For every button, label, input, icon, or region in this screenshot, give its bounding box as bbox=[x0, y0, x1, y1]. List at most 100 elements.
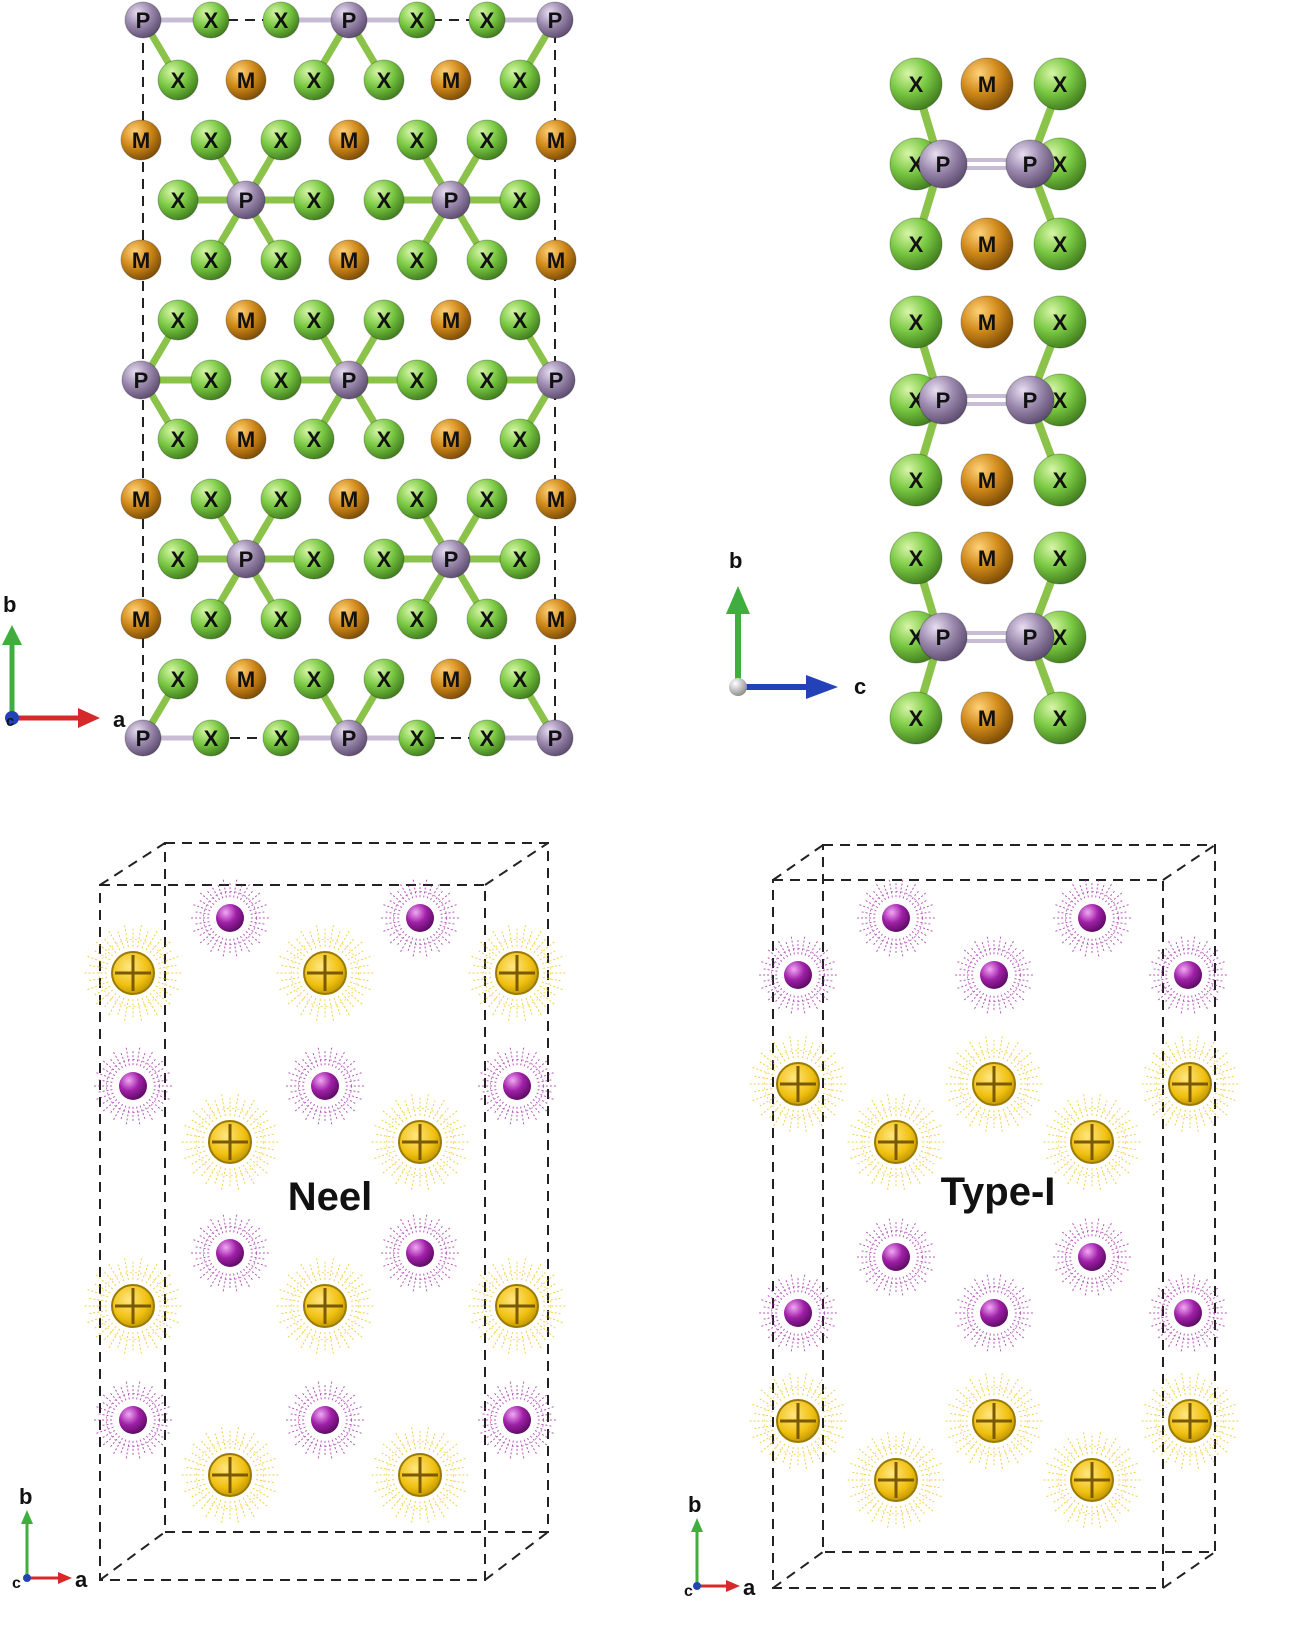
spin-halo bbox=[285, 1046, 365, 1126]
halo-ray bbox=[1019, 1088, 1038, 1093]
atom-sphere bbox=[262, 1, 300, 39]
atom-sphere bbox=[260, 478, 302, 520]
halo-ray bbox=[1048, 1471, 1067, 1476]
halo-ray bbox=[94, 989, 114, 1006]
halo-ray bbox=[192, 903, 211, 912]
atom-label: X bbox=[1053, 310, 1068, 335]
halo-ray bbox=[204, 1497, 218, 1519]
halo-ray bbox=[920, 1488, 944, 1498]
halo-ray bbox=[1180, 1273, 1185, 1293]
halo-ray bbox=[120, 1052, 127, 1067]
halo-ray bbox=[1202, 1377, 1216, 1399]
halo-ray bbox=[875, 1222, 886, 1240]
halo-ray bbox=[763, 1306, 778, 1310]
halo-ray bbox=[908, 1098, 922, 1120]
halo-ray bbox=[250, 921, 265, 925]
halo-ray bbox=[801, 995, 806, 1015]
dot-icon bbox=[1052, 878, 1132, 958]
halo-ray bbox=[537, 1413, 552, 1417]
halo-ray bbox=[848, 1150, 872, 1160]
halo-ray bbox=[904, 1504, 912, 1522]
halo-ray bbox=[1102, 935, 1113, 953]
atom-x: X bbox=[466, 359, 508, 401]
halo-ray bbox=[331, 1386, 338, 1401]
halo-ray bbox=[527, 1103, 538, 1121]
halo-ray bbox=[1112, 1250, 1127, 1254]
spin-layer bbox=[747, 878, 1241, 1530]
halo-ray bbox=[222, 1213, 227, 1233]
halo-ray bbox=[233, 878, 238, 898]
halo-ray bbox=[1142, 1092, 1166, 1102]
axis-b-label: b bbox=[19, 1484, 32, 1509]
halo-ray bbox=[1112, 921, 1127, 925]
halo-ray bbox=[249, 903, 268, 912]
axis-b-label: b bbox=[3, 592, 16, 617]
halo-ray bbox=[912, 1499, 925, 1515]
halo-ray bbox=[1000, 941, 1007, 956]
halo-ray bbox=[249, 1158, 269, 1175]
halo-ray bbox=[1114, 1457, 1131, 1468]
halo-ray bbox=[141, 997, 149, 1015]
halo-ray bbox=[137, 923, 143, 948]
halo-ray bbox=[1180, 1109, 1186, 1134]
halo-ray bbox=[337, 929, 351, 951]
halo-ray bbox=[802, 1371, 808, 1396]
atom-label: X bbox=[513, 68, 528, 93]
halo-ray bbox=[1194, 1446, 1200, 1471]
halo-ray bbox=[315, 1331, 321, 1356]
halo-ray bbox=[350, 964, 369, 969]
halo-ray bbox=[255, 1133, 274, 1138]
halo-ray bbox=[191, 1487, 208, 1498]
spin-halo bbox=[954, 1273, 1034, 1353]
halo-ray bbox=[542, 977, 561, 982]
halo-ray bbox=[822, 1429, 846, 1439]
halo-ray bbox=[199, 1226, 215, 1240]
halo-ray bbox=[767, 948, 783, 962]
halo-ray bbox=[959, 978, 974, 982]
halo-ray bbox=[478, 1322, 498, 1339]
halo-ray bbox=[294, 1059, 310, 1073]
halo-ray bbox=[911, 891, 927, 905]
halo-ray bbox=[870, 1098, 884, 1120]
halo-ray bbox=[777, 1330, 788, 1348]
halo-ray bbox=[412, 878, 417, 898]
halo-ray bbox=[536, 1273, 556, 1290]
halo-ray bbox=[245, 931, 261, 945]
atom-sphere bbox=[225, 658, 267, 700]
halo-ray bbox=[1164, 1106, 1178, 1128]
halo-ray bbox=[281, 977, 300, 982]
halo-ray bbox=[956, 981, 975, 990]
halo-ray bbox=[1066, 1098, 1080, 1120]
halo-ray bbox=[1180, 1034, 1186, 1059]
halo-ray bbox=[921, 1484, 940, 1489]
halo-ray bbox=[479, 1405, 498, 1414]
halo-ray bbox=[1215, 1412, 1234, 1417]
halo-ray bbox=[817, 981, 836, 990]
halo-ring bbox=[98, 1271, 168, 1341]
halo-ring bbox=[959, 1386, 1029, 1456]
halo-ray bbox=[255, 1479, 274, 1484]
halo-ray bbox=[1100, 1438, 1108, 1456]
halo-ray bbox=[436, 1107, 449, 1123]
halo-ray bbox=[254, 1457, 278, 1467]
halo-ray bbox=[946, 1403, 970, 1413]
halo-ray bbox=[89, 1297, 108, 1302]
halo-ray bbox=[112, 1051, 123, 1069]
halo-ray bbox=[1207, 1319, 1226, 1328]
halo-ray bbox=[1107, 891, 1123, 905]
halo-ray bbox=[1108, 1161, 1121, 1177]
halo-ray bbox=[1117, 1471, 1136, 1476]
atom-label: M bbox=[340, 607, 358, 632]
halo-ray bbox=[404, 1100, 412, 1118]
atom-x: X bbox=[889, 295, 943, 349]
halo-ray bbox=[865, 1270, 881, 1284]
halo-ray bbox=[1207, 1298, 1226, 1307]
halo-ray bbox=[236, 884, 243, 899]
atom-sphere bbox=[396, 478, 438, 520]
halo-ray bbox=[525, 931, 533, 949]
halo-ray bbox=[391, 1161, 404, 1177]
atom-sphere bbox=[293, 59, 335, 101]
atom-label: X bbox=[377, 188, 392, 213]
halo-ray bbox=[1071, 1274, 1082, 1292]
